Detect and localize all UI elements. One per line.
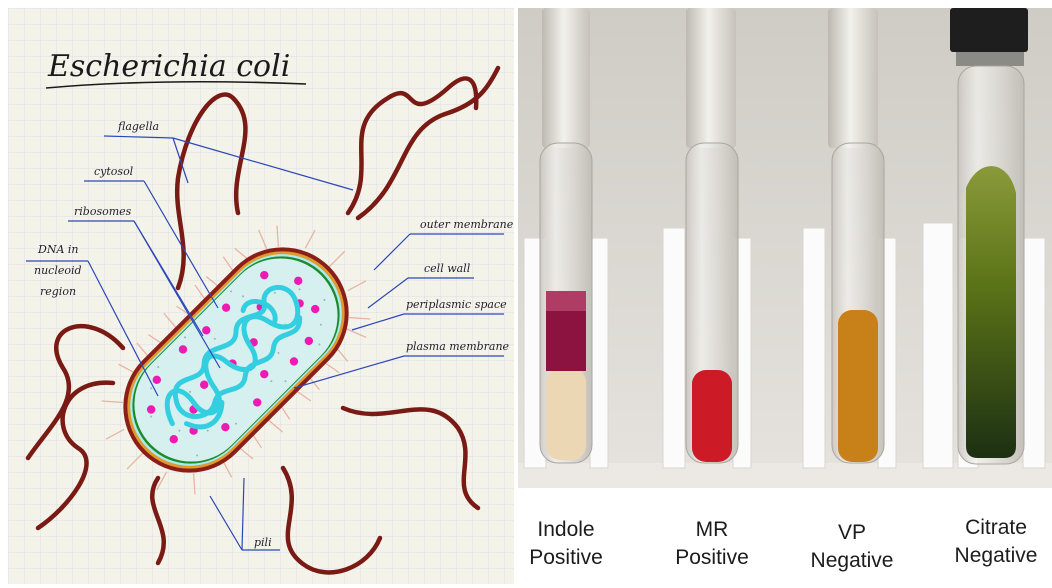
- caption-mr-line1: MR: [696, 518, 729, 541]
- label-dna-line1: DNA in: [37, 243, 79, 256]
- imvic-test-photo: Indole Positive MR Positive VP Negative …: [518, 8, 1052, 584]
- test-tube-indole: [540, 8, 592, 463]
- test-tube-citrate: [950, 8, 1028, 464]
- caption-indole-line1: Indole: [537, 518, 594, 541]
- ecoli-diagram-panel: Escherichia coli: [8, 8, 514, 584]
- label-periplasmic-space: periplasmic space: [406, 298, 507, 311]
- label-ribosomes: ribosomes: [74, 205, 132, 218]
- label-dna-line3: region: [40, 285, 76, 298]
- caption-citrate-line1: Citrate: [965, 516, 1027, 539]
- caption-citrate-line2: Negative: [955, 544, 1038, 567]
- label-outer-membrane: outer membrane: [420, 218, 514, 231]
- caption-vp-line2: Negative: [811, 549, 894, 572]
- caption-indole-line2: Positive: [529, 546, 603, 569]
- label-pili: pili: [254, 536, 272, 549]
- imvic-test-photo-panel: Indole Positive MR Positive VP Negative …: [518, 8, 1052, 584]
- label-cell-wall: cell wall: [424, 262, 471, 275]
- label-dna-line2: nucleoid: [34, 264, 82, 277]
- diagram-title: Escherichia coli: [47, 49, 290, 84]
- test-tube-mr: [686, 8, 738, 463]
- test-tube-vp: [828, 8, 884, 463]
- label-cytosol: cytosol: [94, 165, 134, 178]
- label-flagella: flagella: [117, 120, 159, 133]
- caption-vp-line1: VP: [838, 521, 866, 544]
- ecoli-diagram: Escherichia coli: [8, 8, 514, 584]
- label-plasma-membrane: plasma membrane: [406, 340, 510, 353]
- caption-mr-line2: Positive: [675, 546, 749, 569]
